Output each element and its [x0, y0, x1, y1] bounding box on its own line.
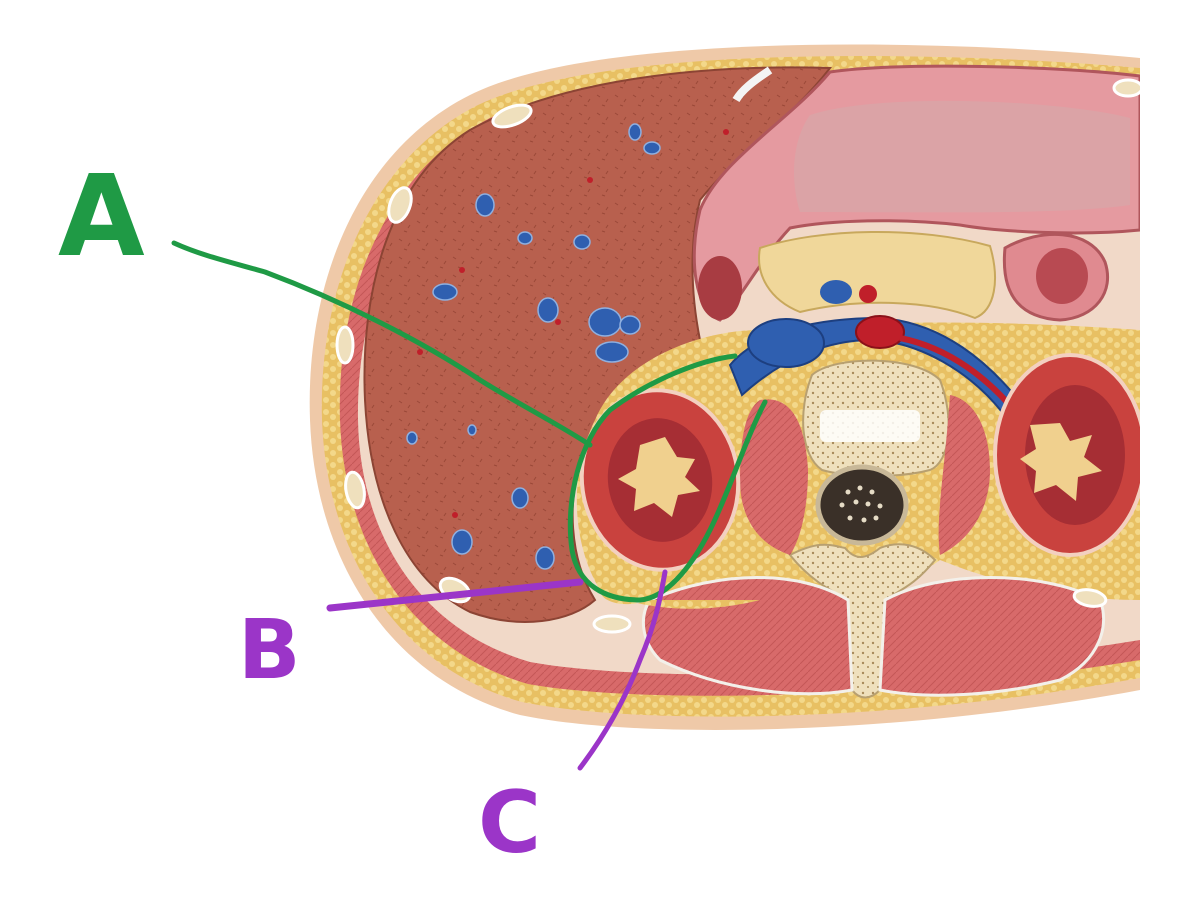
annotation-a-marks: [171, 240, 768, 603]
psoas-muscle-right: [740, 399, 808, 555]
left-renal-sinus: [1020, 423, 1102, 501]
bowel-loop-lumen: [1036, 248, 1088, 304]
left-kidney: [993, 353, 1140, 557]
pancreas: [758, 231, 996, 320]
annotation-a-fascia-outline: [567, 353, 768, 603]
annotation-label-b: B: [238, 603, 301, 698]
right-renal-sinus: [618, 437, 700, 517]
stomach-lumen: [794, 100, 1130, 213]
superior-mesenteric-artery: [859, 285, 877, 303]
annotation-c-leader-line: [577, 569, 668, 771]
posterior-fat: [600, 590, 760, 609]
right-crop-area: [1140, 0, 1190, 906]
annotation-b-leader-line: [326, 578, 584, 612]
hepatic-arteries: [417, 129, 729, 518]
cauda-equina: [839, 485, 883, 523]
psoas-muscle-left: [938, 395, 990, 555]
inferior-vena-cava: [747, 318, 825, 368]
annotation-a-leader-line: [171, 240, 593, 448]
vertebral-endplate: [820, 410, 920, 442]
hepatic-vessels: [406, 123, 661, 570]
falciform-ligament: [732, 66, 773, 103]
annotation-label-c: C: [478, 773, 541, 873]
gastric-fold: [698, 256, 742, 320]
paraspinal-muscle-left: [878, 576, 1106, 697]
annotation-label-a: A: [58, 152, 145, 282]
superior-mesenteric-vein: [820, 280, 852, 304]
aorta: [855, 315, 905, 349]
spinal-canal: [815, 464, 909, 546]
